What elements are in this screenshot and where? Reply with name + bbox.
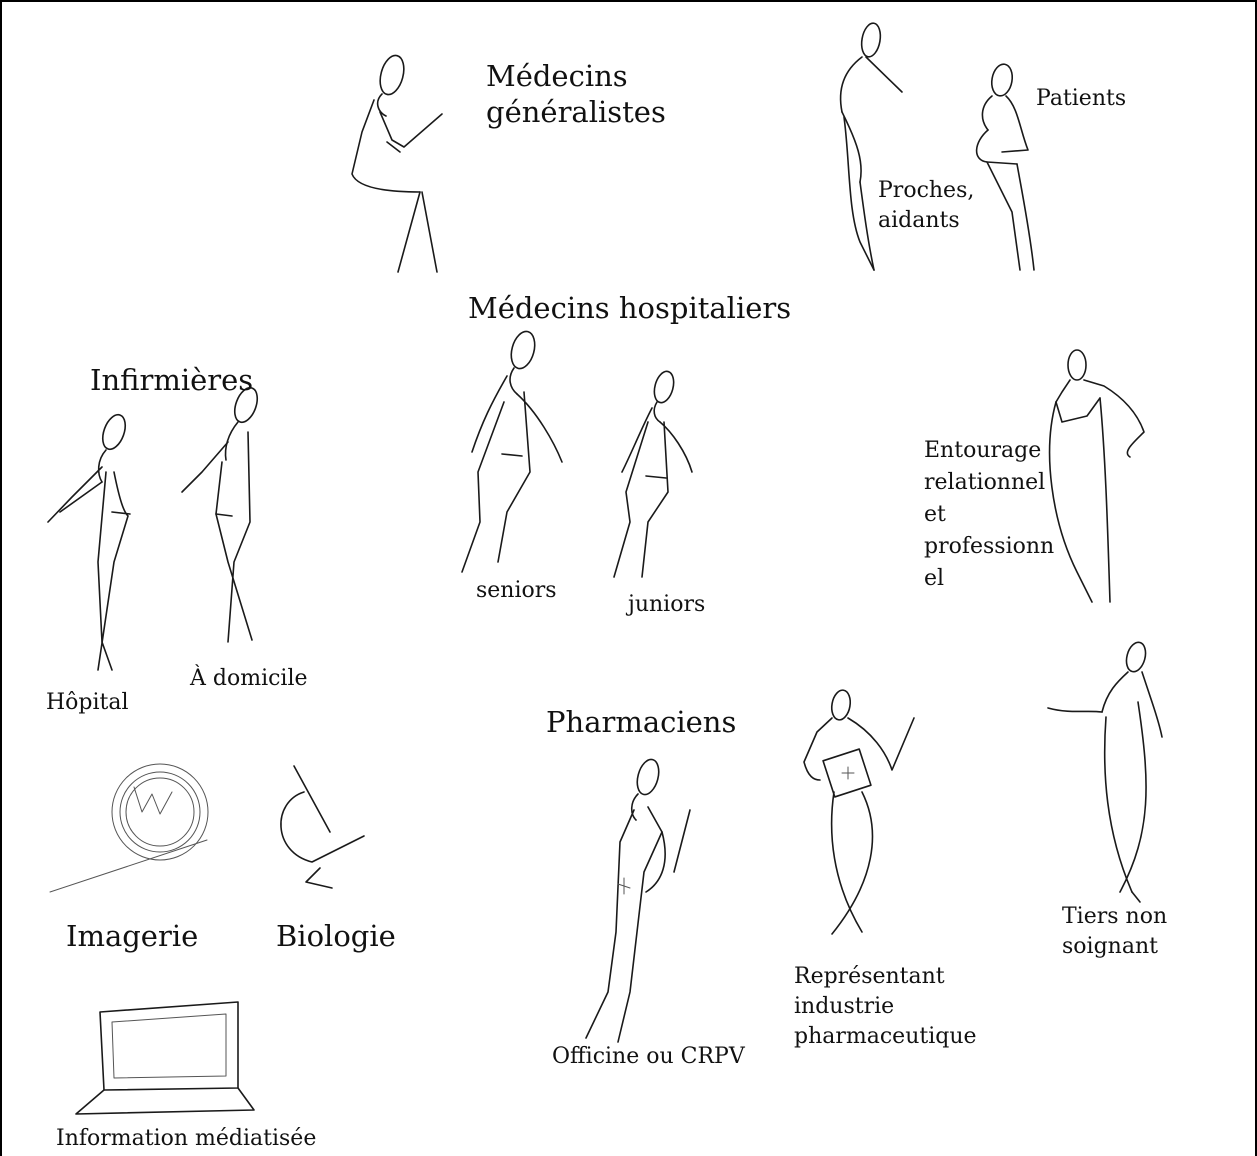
junior-hospital-doctor-figure-icon xyxy=(614,369,692,577)
label-seniors: seniors xyxy=(476,578,557,603)
senior-hospital-doctor-figure-icon xyxy=(462,329,562,572)
label-officine: Officine ou CRPV xyxy=(552,1044,745,1069)
label-entourage-line1: Entourage xyxy=(924,438,1041,463)
pharmacist-figure-icon xyxy=(586,757,690,1042)
label-medecins-generalistes-line2: généralistes xyxy=(486,96,666,129)
patients-figure-icon xyxy=(977,63,1034,270)
hospital-nurse-figure-icon xyxy=(48,412,130,670)
label-entourage-line5: el xyxy=(924,566,944,591)
label-juniors: juniors xyxy=(628,592,705,617)
label-information-mediatisee: Information médiatisée xyxy=(56,1126,316,1151)
label-patients: Patients xyxy=(1036,86,1126,111)
label-tiers-line1: Tiers non xyxy=(1062,904,1167,929)
label-tiers-line2: soignant xyxy=(1062,934,1158,959)
microscope-icon xyxy=(281,766,364,888)
label-hopital: Hôpital xyxy=(46,690,129,715)
label-proches-line2: aidants xyxy=(878,208,960,233)
label-a-domicile: À domicile xyxy=(190,666,308,691)
mri-scanner-icon xyxy=(50,764,208,892)
label-imagerie: Imagerie xyxy=(66,920,198,953)
home-nurse-figure-icon xyxy=(182,385,262,642)
label-infirmieres: Infirmières xyxy=(90,364,253,397)
label-biologie: Biologie xyxy=(276,920,396,953)
label-representant-line3: pharmaceutique xyxy=(794,1024,977,1049)
laptop-icon xyxy=(76,1002,254,1114)
general-practitioner-figure-icon xyxy=(352,53,442,272)
label-representant-line1: Représentant xyxy=(794,964,945,989)
non-caregiver-figure-icon xyxy=(1048,640,1162,902)
label-representant-line2: industrie xyxy=(794,994,894,1019)
entourage-figure-icon xyxy=(1050,350,1144,602)
label-entourage-line3: et xyxy=(924,502,946,527)
label-pharmaciens: Pharmaciens xyxy=(546,706,736,739)
label-proches-line1: Proches, xyxy=(878,178,974,203)
pharma-representative-figure-icon xyxy=(804,689,914,934)
label-entourage-line4: professionn xyxy=(924,534,1054,559)
label-entourage-line2: relationnel xyxy=(924,470,1045,495)
label-medecins-hospitaliers: Médecins hospitaliers xyxy=(468,292,791,325)
label-medecins-generalistes-line1: Médecins xyxy=(486,60,628,93)
